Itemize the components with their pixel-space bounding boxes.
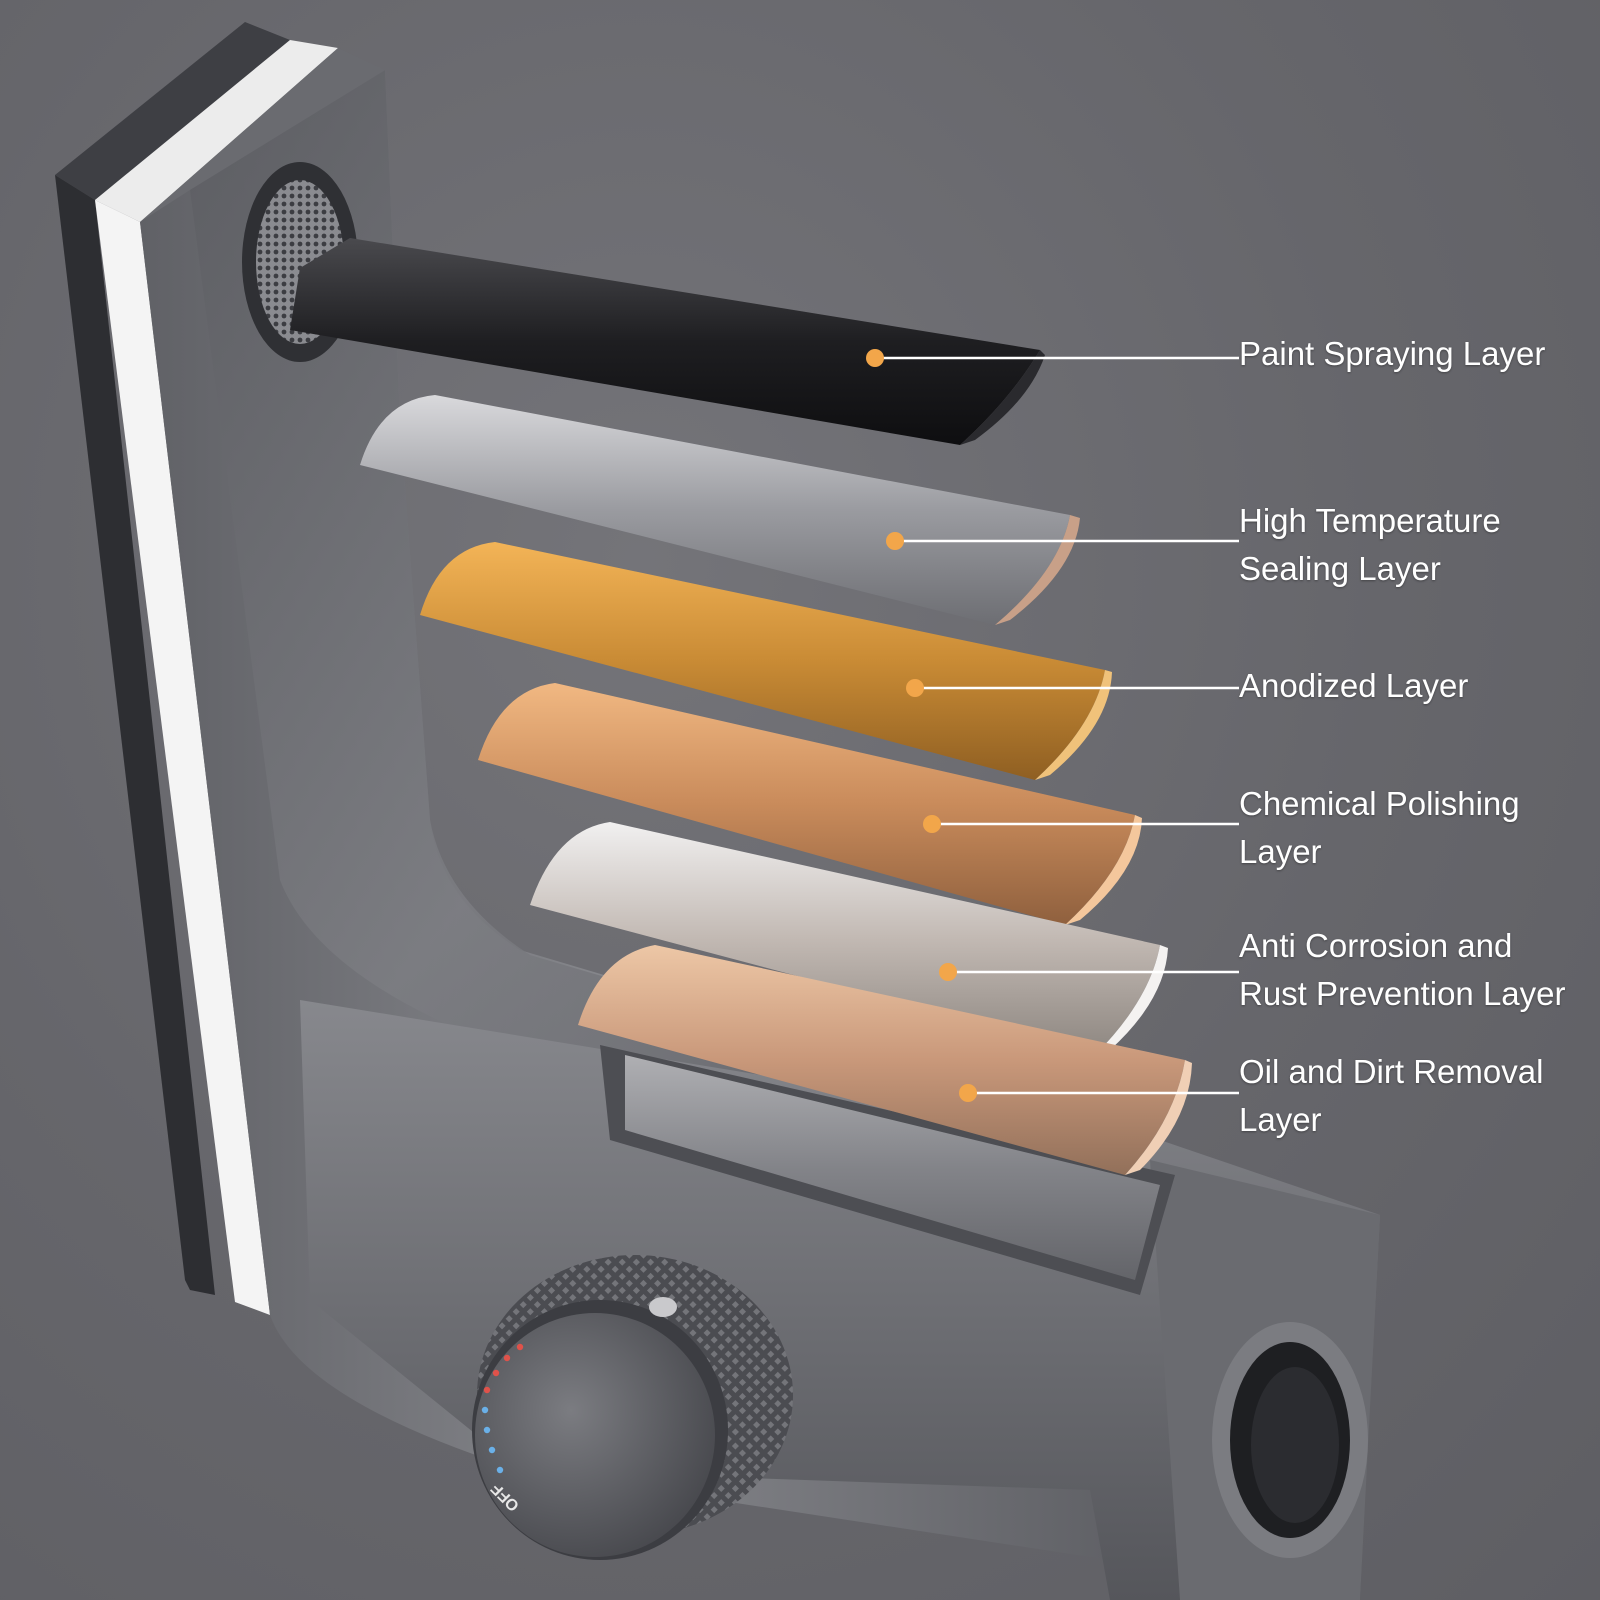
label-high-temperature-sealing-line-2: Sealing Layer: [1239, 550, 1441, 587]
temperature-scale-dots: [481, 1343, 524, 1474]
label-oil-dirt-removal-line-2: Layer: [1239, 1101, 1322, 1138]
leader-dot-high-temperature-sealing: [886, 532, 904, 550]
label-anti-corrosion-line-1: Anti Corrosion and: [1239, 927, 1513, 964]
label-chemical-polishing-line-2: Layer: [1239, 833, 1322, 870]
label-paint-spraying-line-1: Paint Spraying Layer: [1239, 335, 1546, 372]
leader-dot-oil-dirt-removal: [959, 1084, 977, 1102]
label-paint-spraying: Paint Spraying Layer: [1239, 330, 1545, 378]
label-chemical-polishing-line-1: Chemical Polishing: [1239, 785, 1520, 822]
label-anodized: Anodized Layer: [1239, 662, 1468, 710]
label-chemical-polishing: Chemical Polishing Layer: [1239, 780, 1520, 876]
leader-lines: [866, 349, 1239, 1102]
layer-shell-chemical-polishing: [478, 683, 1142, 925]
temperature-knob[interactable]: OFF: [472, 1255, 793, 1560]
label-anodized-line-1: Anodized Layer: [1239, 667, 1469, 704]
layer-shell-anti-corrosion: [530, 822, 1168, 1055]
layer-shell-high-temperature-sealing: [360, 395, 1080, 625]
label-anti-corrosion: Anti Corrosion and Rust Prevention Layer: [1239, 922, 1566, 1018]
knob-indicator-icon: [649, 1297, 677, 1317]
outlet-pipe: [1212, 1322, 1368, 1558]
leader-dot-paint-spraying: [866, 349, 884, 367]
leader-dot-chemical-polishing: [923, 815, 941, 833]
label-high-temperature-sealing-line-1: High Temperature: [1239, 502, 1501, 539]
label-high-temperature-sealing: High Temperature Sealing Layer: [1239, 497, 1501, 593]
layer-shell-anodized: [420, 542, 1112, 780]
label-anti-corrosion-line-2: Rust Prevention Layer: [1239, 975, 1566, 1012]
label-oil-dirt-removal: Oil and Dirt Removal Layer: [1239, 1048, 1543, 1144]
leader-dot-anti-corrosion: [939, 963, 957, 981]
label-oil-dirt-removal-line-1: Oil and Dirt Removal: [1239, 1053, 1544, 1090]
leader-dot-anodized: [906, 679, 924, 697]
layer-shell-oil-dirt-removal: [578, 945, 1192, 1175]
layer-shell-paint-spraying: [290, 238, 1045, 445]
